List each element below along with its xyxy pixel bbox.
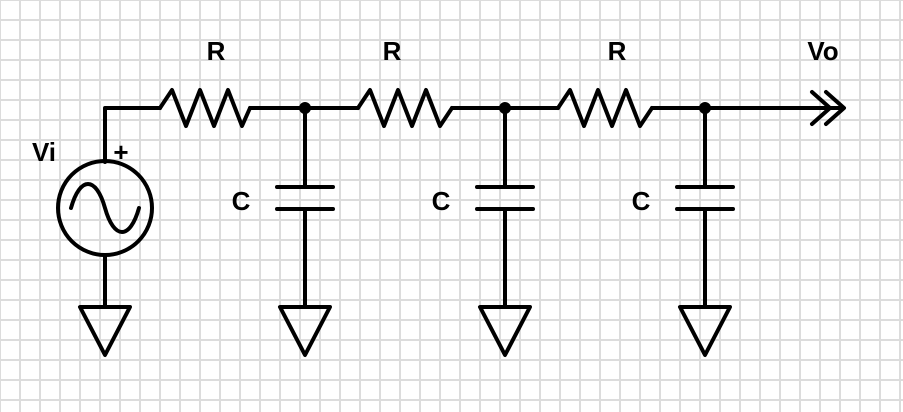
capacitor-2	[475, 185, 535, 211]
capacitor-3-label: C	[632, 186, 651, 216]
capacitor-2-label: C	[432, 186, 451, 216]
polarity-plus-label: +	[113, 137, 128, 167]
junction-dot	[699, 102, 711, 114]
resistor-1	[158, 88, 252, 128]
ground-icon	[278, 305, 332, 357]
ground-icon	[78, 305, 132, 357]
ground-icon	[678, 305, 732, 357]
resistor-2-label: R	[383, 36, 402, 66]
capacitor-3	[675, 185, 735, 211]
resistor-1-label: R	[207, 36, 226, 66]
resistor-3-label: R	[608, 36, 627, 66]
capacitor-1	[275, 185, 335, 211]
junction-dot	[499, 102, 511, 114]
resistor-2	[356, 88, 454, 128]
junction-dot	[299, 102, 311, 114]
output-label: Vo	[807, 36, 838, 66]
main-wire	[103, 106, 842, 164]
ground-icon	[478, 305, 532, 357]
resistor-3	[556, 88, 654, 128]
output-arrow	[810, 90, 846, 126]
capacitor-1-label: C	[232, 186, 251, 216]
source-label: Vi	[32, 137, 56, 167]
sine-wave-icon	[69, 182, 141, 234]
